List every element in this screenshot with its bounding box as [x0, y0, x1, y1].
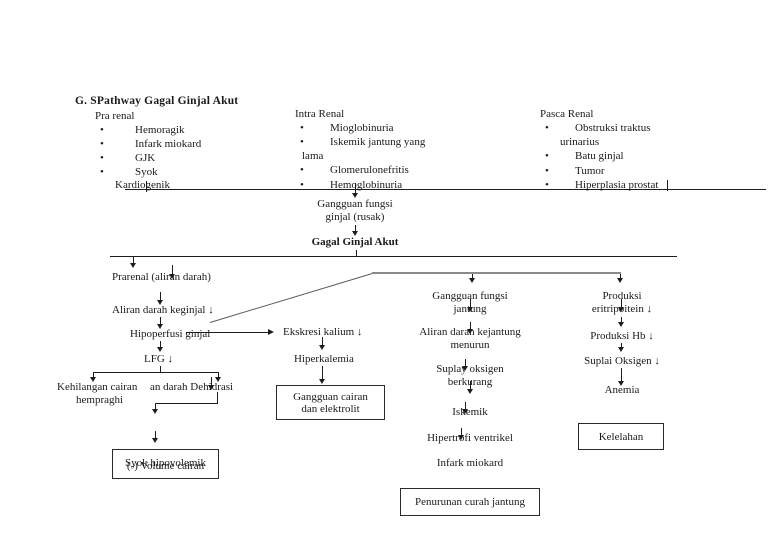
connector-line — [217, 392, 218, 404]
down-arrow-icon — [461, 402, 470, 414]
list-item: •Mioglobinuria — [300, 122, 394, 134]
node-anemia: Anemia — [604, 384, 640, 396]
bullet-icon: • — [100, 124, 104, 136]
down-arrow-icon — [168, 265, 177, 279]
connector-line — [110, 256, 677, 257]
connector-line — [356, 250, 357, 257]
down-arrow-icon — [466, 381, 475, 394]
connector-line — [125, 189, 766, 190]
connector-diagonal-line — [209, 272, 376, 323]
node-infark-miokard: Infark miokard — [436, 457, 504, 469]
list-item-continuation: urinarius — [560, 136, 600, 148]
pasca-renal-header: Pasca Renal — [540, 108, 594, 120]
down-arrow-icon — [89, 373, 98, 382]
node-suplay-oksigen: Suplay oksigen — [436, 363, 504, 375]
right-arrow-icon — [186, 328, 274, 337]
list-item: •GJK — [100, 152, 156, 164]
down-arrow-icon — [351, 225, 360, 236]
node-hipertrofi-ventrikel: Hipertrofi ventrikel — [427, 432, 513, 444]
down-arrow-icon — [156, 341, 165, 352]
down-arrow-icon — [207, 377, 216, 390]
connector-tick — [146, 181, 147, 192]
list-item: •Iskemik jantung yang — [300, 136, 426, 148]
list-item: •Batu ginjal — [545, 150, 624, 162]
bullet-icon: • — [300, 164, 304, 176]
down-arrow-icon — [351, 183, 360, 198]
bullet-icon: • — [300, 122, 304, 134]
list-item: •Syok — [100, 166, 158, 178]
page-title: G. SPathway Gagal Ginjal Akut — [75, 95, 239, 107]
down-arrow-icon — [617, 368, 626, 386]
node-suplai-oksigen: Suplai Oksigen ↓ — [584, 355, 660, 367]
down-arrow-icon — [457, 428, 466, 440]
node-gagal-ginjal-akut: Gagal Ginjal Akut — [311, 236, 399, 248]
down-arrow-icon — [129, 257, 138, 268]
down-arrow-icon — [156, 317, 165, 329]
node-aliran-darah-kejantung-line2: menurun — [450, 339, 490, 351]
connector-line — [372, 272, 621, 274]
bullet-icon: • — [545, 150, 549, 162]
node-iskemik: Iskemik — [452, 406, 488, 418]
node-prarenal: Prarenal (aliran darah) — [112, 271, 211, 283]
list-item-continuation: Kardiogenik — [115, 179, 170, 191]
node-lfg: LFG ↓ — [144, 353, 174, 365]
down-arrow-icon — [461, 359, 470, 371]
down-arrow-icon — [466, 322, 475, 334]
bullet-icon: • — [300, 136, 304, 148]
bullet-icon: • — [300, 179, 304, 191]
bullet-icon: • — [100, 166, 104, 178]
down-arrow-icon — [156, 292, 165, 305]
node-gangguan-fungsi-jantung: Gangguan fungsi — [432, 290, 508, 302]
node-produksi-eritripoitein: Produksi — [602, 290, 642, 302]
bullet-icon: • — [100, 152, 104, 164]
node-produksi-hb: Produksi Hb ↓ — [590, 330, 654, 342]
node-hipoperfusi-ginjal: Hipoperfusi ginjal — [130, 328, 211, 340]
list-item: •Tumor — [545, 165, 605, 177]
list-item: •Infark miokard — [100, 138, 202, 150]
bullet-icon: • — [545, 122, 549, 134]
list-item: •Hemoglobinuria — [300, 179, 403, 191]
list-item: •Glomerulonefritis — [300, 164, 409, 176]
down-arrow-icon — [617, 317, 626, 327]
node-gangguan-fungsi-ginjal-line2: ginjal (rusak) — [325, 211, 385, 223]
connector-line — [155, 403, 218, 404]
node-aliran-darah-keginjal: Aliran darah keginjal ↓ — [112, 304, 214, 316]
down-arrow-icon — [151, 404, 160, 414]
bullet-icon: • — [100, 138, 104, 150]
down-arrow-icon — [214, 373, 223, 382]
connector-line — [93, 372, 219, 373]
down-arrow-icon — [617, 299, 626, 312]
down-arrow-icon — [616, 274, 625, 283]
box-gangguan-cairan-elektrolit: Gangguan cairan dan elektrolit — [276, 385, 385, 420]
list-item: •Obstruksi traktus — [545, 122, 651, 134]
box-penurunan-curah-jantung: Penurunan curah jantung — [400, 488, 540, 516]
bullet-icon: • — [545, 179, 549, 191]
intra-renal-header: Intra Renal — [295, 108, 345, 120]
box-kelelahan: Kelelahan — [578, 423, 664, 450]
node-gangguan-fungsi-ginjal: Gangguan fungsi — [317, 198, 393, 210]
down-arrow-icon — [151, 431, 160, 443]
node-dehidrasi: an darah Dehidrasi — [150, 381, 234, 393]
connector-line — [160, 366, 161, 373]
list-item-continuation: lama — [302, 150, 324, 162]
connector-tick — [667, 180, 668, 191]
pra-renal-header: Pra renal — [95, 110, 135, 122]
node-kehilangan-cairan: Kehilangan cairan — [57, 381, 138, 393]
box-syok-hipovolemik: Syok hipovolemik (-) Volume cairan — [112, 449, 219, 479]
node-kehilangan-cairan-line2: hempraghi — [76, 394, 124, 406]
list-item: •Hiperplasia prostat — [545, 179, 659, 191]
down-arrow-icon — [617, 343, 626, 352]
node-hiperkalemia: Hiperkalemia — [294, 353, 354, 365]
down-arrow-icon — [468, 274, 477, 283]
down-arrow-icon — [318, 366, 327, 384]
down-arrow-icon — [318, 337, 327, 350]
down-arrow-icon — [466, 299, 475, 312]
list-item: •Hemoragik — [100, 124, 185, 136]
node-ekskresi-kalium: Ekskresi kalium ↓ — [283, 326, 363, 338]
bullet-icon: • — [545, 165, 549, 177]
